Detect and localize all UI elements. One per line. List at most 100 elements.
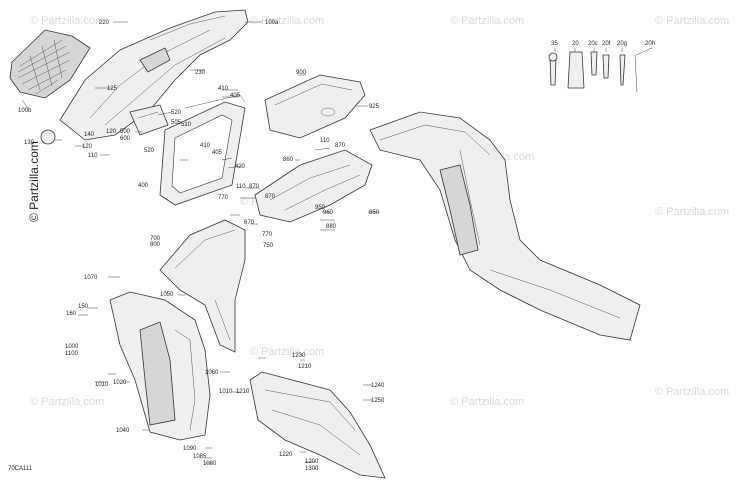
callout: 770 — [218, 195, 229, 201]
callout: 1000 — [65, 344, 79, 350]
callout: 20 — [572, 41, 579, 47]
callout: 160 — [66, 311, 77, 317]
front-grille — [9, 29, 91, 99]
pliers-icon — [602, 54, 610, 79]
callout: 1010 — [219, 389, 233, 395]
watermark-layer: © Partzilla.com © Partzilla.com © Partzi… — [30, 15, 729, 408]
callout: 120 — [106, 129, 117, 135]
left-door-panel — [109, 291, 211, 441]
callout: 1100 — [65, 351, 79, 357]
callout: 220 — [99, 20, 110, 26]
storage-lid — [264, 74, 366, 139]
dash-frame — [159, 94, 246, 206]
callout: 405 — [230, 93, 241, 99]
watermark: © Partzilla.com — [450, 15, 524, 27]
callout: 20f — [602, 41, 611, 47]
callout: 520 — [171, 110, 182, 116]
watermark: © Partzilla.com — [655, 386, 729, 398]
callout: 1300 — [305, 466, 319, 472]
diagram-code: 70CA111 — [8, 466, 33, 472]
callout: 1070 — [84, 275, 98, 281]
rod-icon — [634, 54, 638, 93]
callout: 870 — [249, 184, 260, 190]
callout: 800 — [150, 242, 161, 248]
wrench-icon — [549, 57, 557, 86]
callout: 1090 — [183, 446, 197, 452]
callout: 750 — [263, 243, 274, 249]
callout: 925 — [369, 104, 380, 110]
callout: 420 — [235, 164, 246, 170]
callout: 110 — [88, 153, 98, 159]
callout: 1085 — [193, 454, 207, 460]
callout: 1210 — [298, 364, 312, 370]
callout: 870 — [265, 194, 276, 200]
callout: 110 — [320, 138, 330, 144]
callout: 510 — [181, 122, 192, 128]
callout: 20c — [588, 41, 598, 47]
callout: 1010 — [95, 382, 109, 388]
callout: 410 — [218, 86, 229, 92]
callout: 1220 — [279, 452, 293, 458]
callout: 100a — [265, 20, 279, 26]
callout: 520 — [144, 148, 155, 154]
watermark: © Partzilla.com — [655, 15, 729, 27]
callout: 860 — [283, 157, 294, 163]
watermark: © Partzilla.com — [250, 15, 324, 27]
callout: 670 — [244, 220, 255, 226]
callout: 900 — [296, 70, 307, 76]
right-side-panel — [369, 111, 641, 341]
callout: 35 — [551, 41, 558, 47]
leader-lines — [21, 21, 653, 464]
callout: 100b — [18, 108, 32, 114]
callout: 410 — [200, 143, 211, 149]
callout: 400 — [138, 183, 149, 189]
callout: 150 — [78, 304, 89, 310]
tool-pouch-icon — [567, 51, 585, 89]
callout: 1240 — [371, 383, 385, 389]
callout: 1200 — [305, 459, 319, 465]
callout: 1080 — [203, 461, 217, 467]
watermark: © Partzilla.com — [655, 206, 729, 218]
callout: 505 — [171, 120, 182, 126]
callout: 870 — [335, 143, 346, 149]
callout: 1210 — [236, 389, 250, 395]
watermark: © Partzilla.com — [450, 396, 524, 408]
headlight-bracket — [129, 104, 169, 136]
callout: 700 — [150, 236, 161, 242]
callout: 600 — [120, 136, 131, 142]
callout: 770 — [262, 232, 273, 238]
hood-assembly — [59, 9, 249, 141]
copyright-label: © Partzilla.com — [27, 141, 41, 222]
callout-labels: 220 100a 230 125 100b 130 140 120 120 11… — [18, 20, 655, 472]
lower-dash-panel — [159, 219, 246, 353]
callout: 125 — [107, 86, 118, 92]
callout: 500 — [120, 129, 131, 135]
callout: 110 — [236, 184, 246, 190]
watermark: © Partzilla.com — [30, 15, 104, 27]
callout: 230 — [195, 70, 206, 76]
tool-kit — [548, 51, 638, 93]
callout: 960 — [323, 210, 334, 216]
rocker-skid-panel — [249, 371, 386, 479]
callout: 140 — [84, 132, 95, 138]
watermark: © Partzilla.com — [250, 346, 324, 358]
callout: 950 — [315, 205, 326, 211]
center-console — [254, 149, 373, 223]
callout: 405 — [212, 150, 223, 156]
callout: 20g — [617, 41, 627, 47]
callout: 120 — [82, 144, 93, 150]
callout: 1020 — [113, 380, 127, 386]
screwdriver-icon — [590, 51, 598, 76]
feeler-icon — [619, 54, 626, 86]
callout: 1230 — [292, 353, 306, 359]
bumper-ring — [40, 129, 56, 145]
callout: 850 — [369, 210, 380, 216]
callout: 130 — [24, 140, 35, 146]
callout: 880 — [326, 224, 337, 230]
callout: 1040 — [116, 428, 130, 434]
callout: 1050 — [160, 292, 174, 298]
callout: 1250 — [371, 398, 385, 404]
callout: 20h — [645, 41, 655, 47]
watermark: © Partzilla.com — [30, 396, 104, 408]
